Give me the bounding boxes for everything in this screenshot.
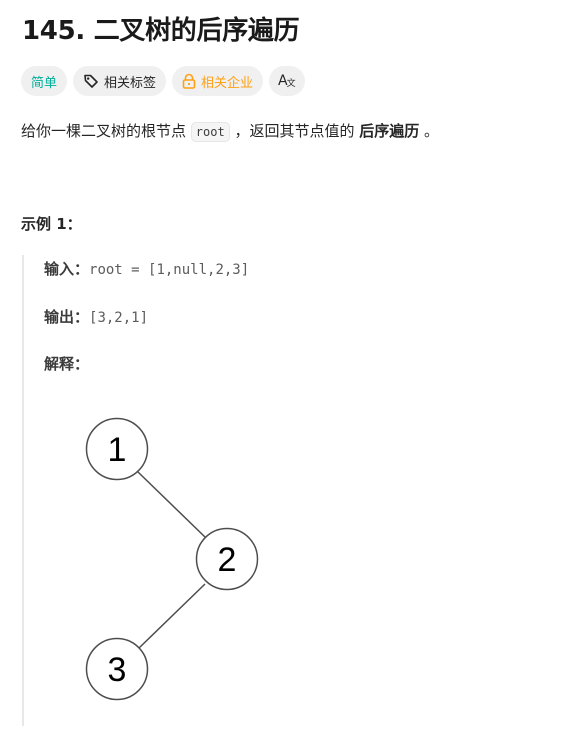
- output-label: 输出：: [44, 308, 90, 326]
- example-output: 输出：[3,2,1]: [44, 306, 148, 327]
- description-text: 给你一棵二叉树的根节点: [21, 122, 191, 140]
- description-text: 。: [419, 122, 440, 140]
- description-text: ，返回其节点值的: [229, 122, 360, 140]
- related-tags-button[interactable]: 相关标签: [73, 66, 167, 96]
- tree-edge: [137, 471, 206, 538]
- tree-edge: [137, 583, 206, 650]
- explain-label: 解释：: [44, 355, 90, 373]
- example-input: 输入：root = [1,null,2,3]: [44, 258, 249, 279]
- lock-icon: [182, 73, 196, 89]
- binary-tree-diagram: 1 2 3: [85, 417, 259, 701]
- tree-node: 1: [85, 417, 149, 481]
- svg-text:1: 1: [108, 431, 127, 469]
- output-value: [3,2,1]: [89, 310, 149, 326]
- tree-node: 3: [85, 637, 149, 701]
- tree-node: 2: [195, 527, 259, 591]
- svg-text:2: 2: [218, 541, 237, 579]
- difficulty-tag[interactable]: 简单: [21, 66, 68, 96]
- input-value: root = [1,null,2,3]: [89, 262, 250, 278]
- problem-description: 给你一棵二叉树的根节点 root ，返回其节点值的 后序遍历 。: [21, 118, 439, 145]
- input-label: 输入：: [44, 260, 90, 278]
- description-bold: 后序遍历: [359, 122, 420, 140]
- page-title: 145. 二叉树的后序遍历: [22, 16, 300, 46]
- tag-icon: [83, 73, 99, 89]
- related-tags-label: 相关标签: [104, 75, 157, 91]
- example-explanation: 解释：: [44, 353, 89, 374]
- svg-text:3: 3: [108, 651, 127, 689]
- example-title: 示例 1：: [21, 215, 82, 233]
- related-companies-button[interactable]: 相关企业: [172, 66, 264, 96]
- inline-code: root: [190, 122, 230, 142]
- example-block-border: [22, 255, 24, 726]
- related-companies-label: 相关企业: [201, 75, 254, 91]
